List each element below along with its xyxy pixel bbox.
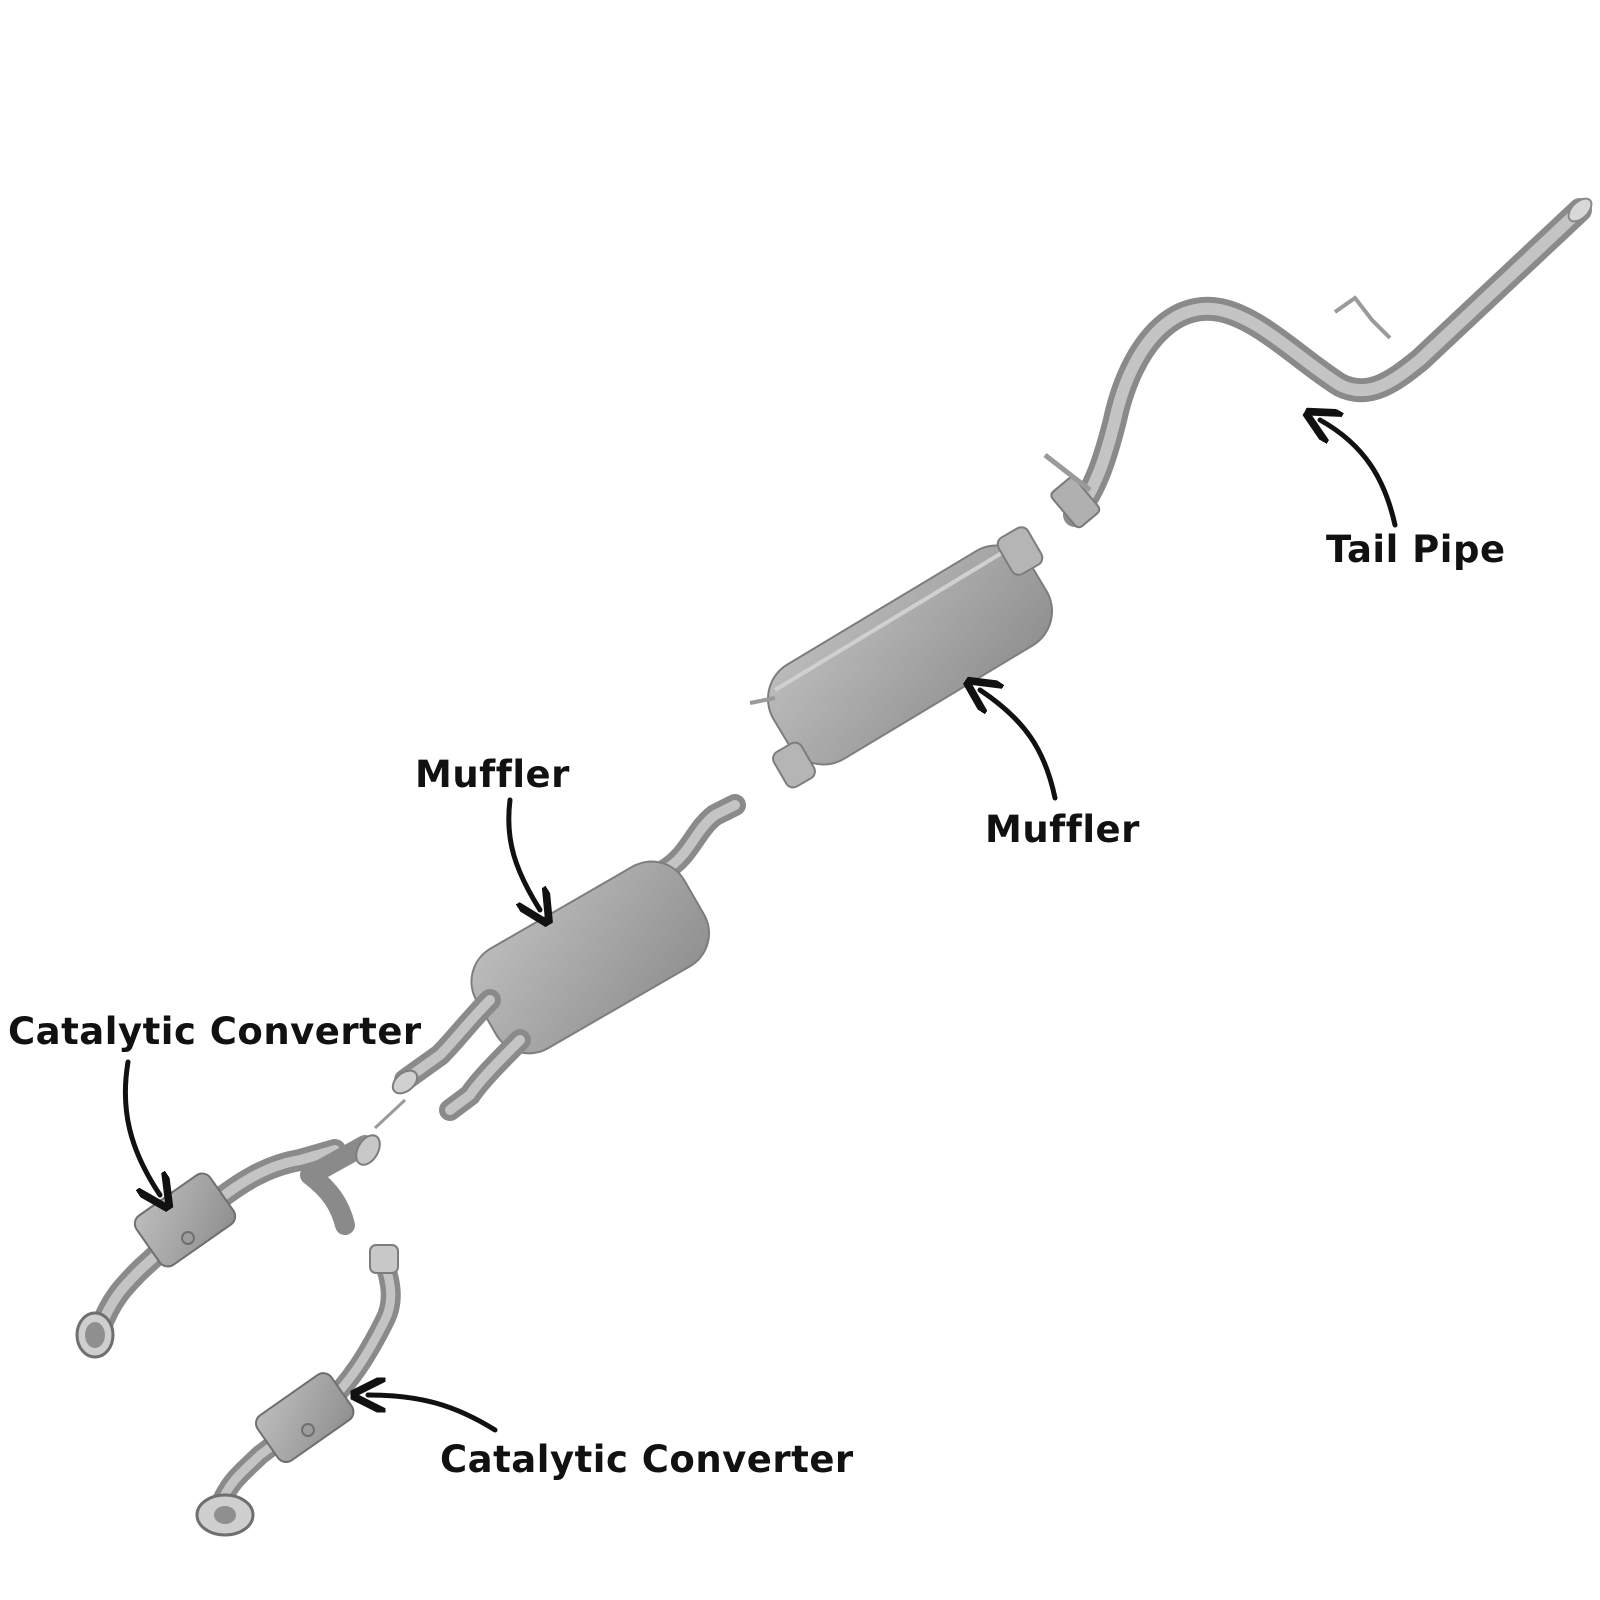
lower-catalytic-converter-part <box>195 1244 401 1537</box>
upper-muffler-label: Muffler <box>985 808 1140 851</box>
upper-catalytic-converter-label: Catalytic Converter <box>8 1010 422 1053</box>
lower-muffler-label: Muffler <box>415 753 570 796</box>
lower-catalytic-converter-label: Catalytic Converter <box>440 1438 854 1481</box>
tail-pipe-part <box>1043 197 1593 529</box>
upper-catalytic-converter-arrow <box>122 1059 160 1195</box>
upper-catalytic-converter-part <box>75 1134 381 1359</box>
annotation-arrows <box>122 420 1398 1433</box>
tail-pipe-arrow <box>1320 420 1398 528</box>
upper-muffler-arrow <box>980 690 1058 801</box>
lower-muffler-arrow <box>506 797 540 910</box>
upper-muffler-part <box>749 526 1054 789</box>
tail-pipe-label: Tail Pipe <box>1326 528 1506 571</box>
lower-muffler-part <box>373 794 746 1130</box>
lower-catalytic-converter-arrow <box>368 1395 498 1433</box>
